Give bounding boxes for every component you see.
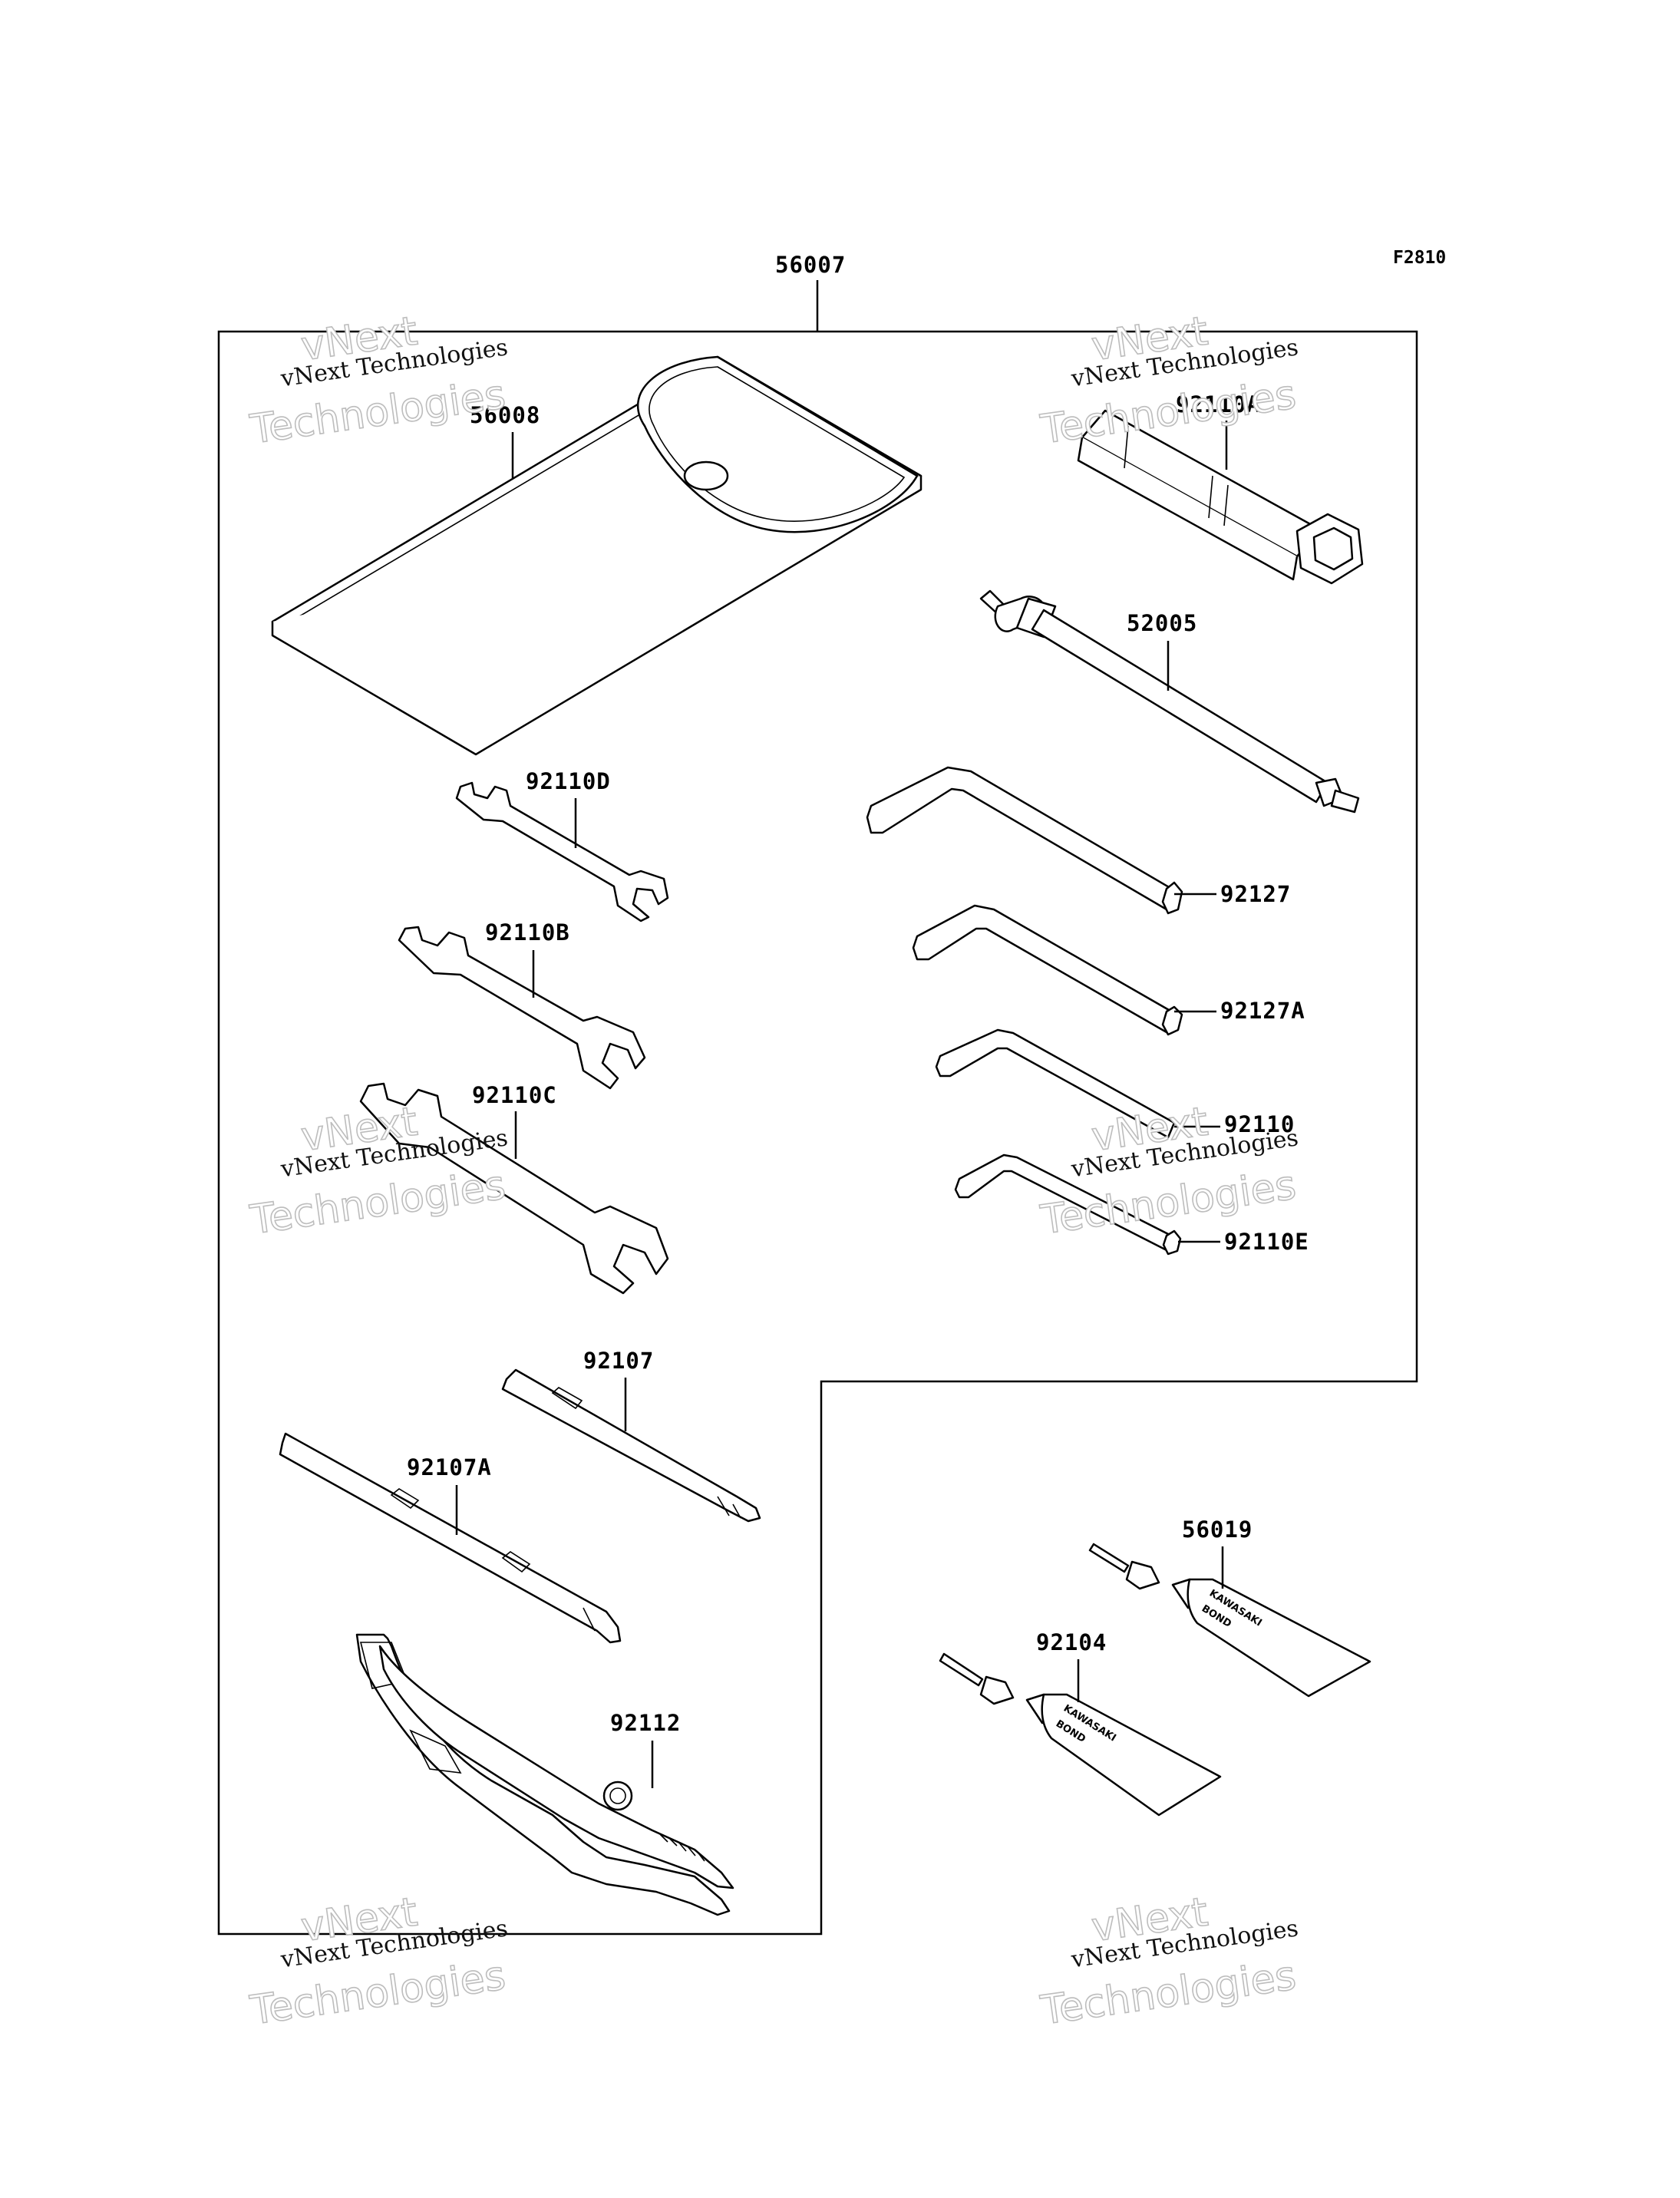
bond-tube-b-icon[interactable]: KAWASAKI BOND	[939, 1652, 1222, 1817]
small-hex-key-icon[interactable]	[935, 1028, 1176, 1139]
medium-hex-key-icon[interactable]	[912, 904, 1183, 1036]
label-92112[interactable]: 92112	[610, 1710, 681, 1736]
label-92110E[interactable]: 92110E	[1224, 1229, 1309, 1255]
label-92110D[interactable]: 92110D	[526, 768, 611, 794]
label-56008[interactable]: 56008	[470, 402, 540, 428]
assembly-outline	[217, 330, 1418, 1936]
assembly-label[interactable]: 56007	[775, 252, 846, 278]
large-hex-key-icon[interactable]	[866, 766, 1183, 915]
label-56019[interactable]: 56019	[1182, 1516, 1253, 1543]
pliers-icon[interactable]	[355, 1633, 734, 1916]
figure-id: F2810	[1393, 248, 1446, 268]
watermark-top-right: vNext vNext Technologies Technologies	[1037, 308, 1300, 454]
bond-tube-a-icon[interactable]: KAWASAKI BOND	[1088, 1543, 1371, 1698]
label-92107[interactable]: 92107	[583, 1348, 654, 1374]
screwdriver-extension-icon[interactable]	[979, 589, 1360, 814]
label-92127[interactable]: 92127	[1220, 881, 1291, 907]
plug-wrench-icon[interactable]	[1077, 409, 1364, 585]
label-92110C[interactable]: 92110C	[472, 1082, 557, 1108]
label-92110[interactable]: 92110	[1224, 1111, 1295, 1137]
label-92104[interactable]: 92104	[1036, 1629, 1107, 1655]
label-52005[interactable]: 52005	[1127, 610, 1197, 636]
screwdriver-bit-icon[interactable]	[279, 1432, 622, 1644]
smallest-hex-key-icon[interactable]	[954, 1153, 1182, 1256]
label-92110A[interactable]: 92110A	[1176, 391, 1261, 417]
small-open-end-wrench-icon[interactable]	[455, 781, 669, 922]
watermark-bottom-left: vNext vNext Technologies Technologies	[246, 1889, 510, 2035]
label-92127A[interactable]: 92127A	[1220, 998, 1305, 1024]
phillips-bit-icon[interactable]	[501, 1368, 761, 1523]
watermark-mid-right: vNext vNext Technologies Technologies	[1037, 1098, 1300, 1244]
watermark-top-left: vNext vNext Technologies Technologies	[246, 308, 510, 454]
tool-bag-icon[interactable]	[271, 355, 923, 756]
large-open-end-wrench-icon[interactable]	[359, 1082, 669, 1295]
medium-open-end-wrench-icon[interactable]	[398, 926, 646, 1090]
watermark-bottom-right: vNext vNext Technologies Technologies	[1037, 1889, 1300, 2035]
label-92110B[interactable]: 92110B	[485, 919, 570, 946]
label-92107A[interactable]: 92107A	[407, 1454, 492, 1480]
